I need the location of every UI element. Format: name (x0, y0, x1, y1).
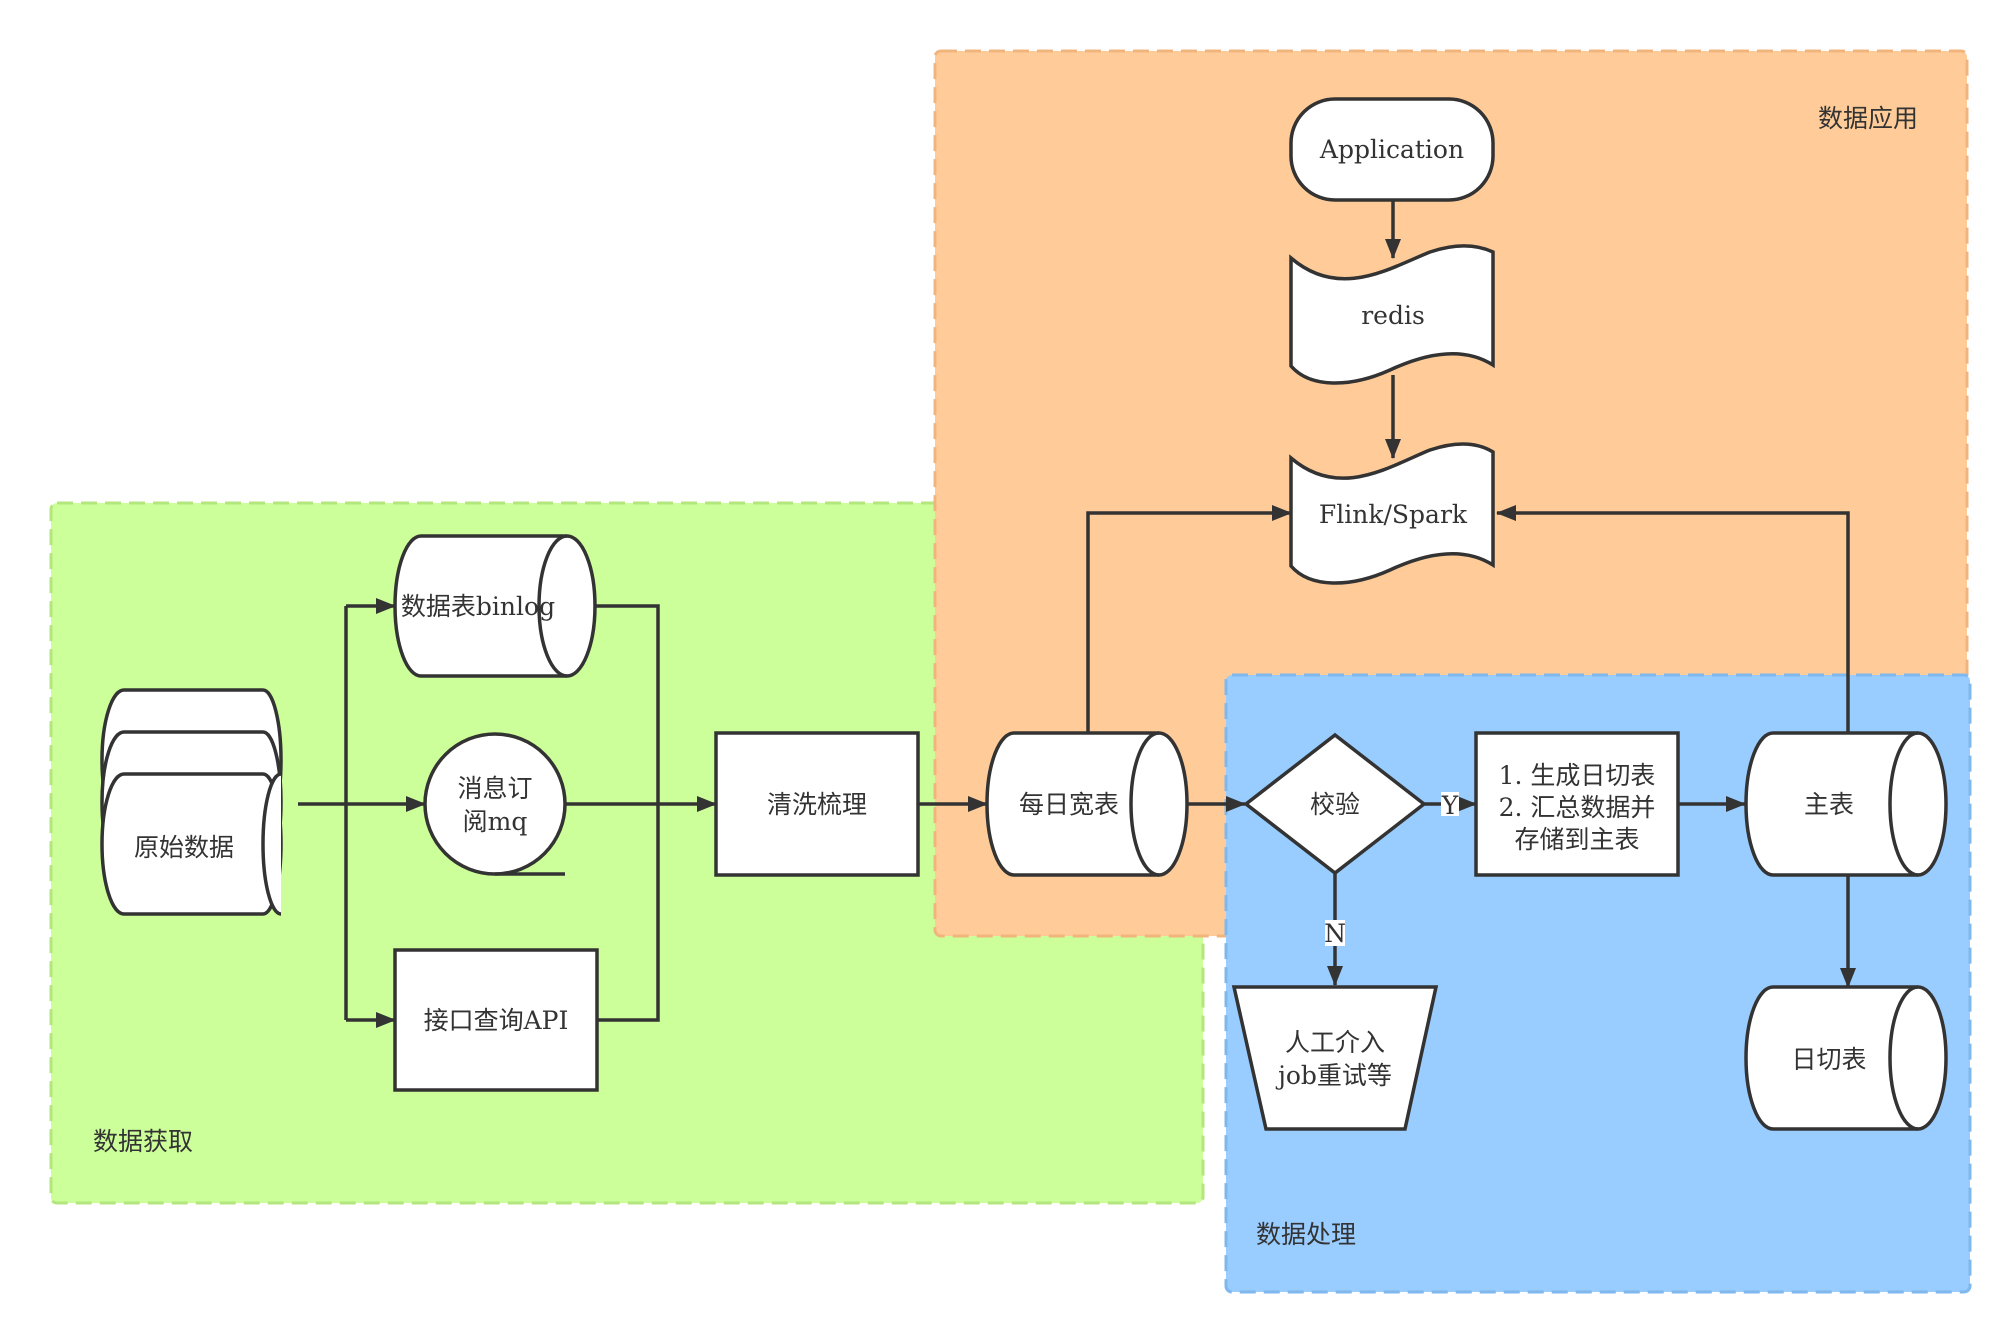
node-process-label-line3: 存储到主表 (1514, 825, 1639, 854)
node-process-label-line2: 2. 汇总数据并 (1499, 793, 1656, 822)
edge-label-no: N (1324, 919, 1346, 948)
zone-application-label: 数据应用 (1818, 104, 1918, 133)
node-binlog-label: 数据表binlog (401, 592, 555, 621)
node-daily-wide[interactable]: 每日宽表 (985, 731, 1189, 877)
node-check[interactable]: 校验 (1243, 732, 1427, 876)
node-raw-data[interactable]: 原始数据 (100, 688, 283, 916)
node-mq-label-line2: 阅mq (463, 807, 528, 836)
zone-acquisition-label: 数据获取 (93, 1127, 193, 1156)
edge-label-yes: Y (1441, 791, 1459, 820)
edge-binlog-out (595, 604, 660, 1022)
edges: Y N (298, 200, 1856, 1028)
node-daily-cut[interactable]: 日切表 (1744, 985, 1948, 1131)
node-master-label: 主表 (1804, 790, 1854, 819)
node-mq[interactable]: 消息订 阅mq (423, 732, 567, 876)
node-daily-cut-label: 日切表 (1791, 1045, 1866, 1074)
edge-wide-to-flink (1086, 505, 1292, 733)
node-check-label: 校验 (1310, 790, 1360, 819)
node-clean[interactable]: 清洗梳理 (714, 731, 920, 877)
node-redis[interactable]: redis (1289, 244, 1495, 385)
node-process-label-line1: 1. 生成日切表 (1499, 761, 1656, 790)
node-daily-wide-label: 每日宽表 (1019, 790, 1119, 819)
node-mq-label-line1: 消息订 (457, 774, 532, 803)
svg-text:Y: Y (1441, 791, 1459, 820)
svg-text:N: N (1324, 919, 1346, 948)
node-flink[interactable]: Flink/Spark (1289, 442, 1495, 585)
node-flink-label: Flink/Spark (1319, 500, 1468, 529)
node-raw-data-label: 原始数据 (134, 833, 234, 862)
node-master[interactable]: 主表 (1744, 731, 1948, 877)
node-manual-label-line1: 人工介入 (1285, 1028, 1385, 1057)
edge-master-to-flink (1496, 505, 1850, 733)
node-clean-label: 清洗梳理 (767, 790, 867, 819)
node-api[interactable]: 接口查询API (393, 948, 599, 1092)
node-application[interactable]: Application (1289, 97, 1495, 202)
zone-processing-label: 数据处理 (1256, 1220, 1356, 1249)
node-application-label: Application (1319, 135, 1464, 164)
node-api-label: 接口查询API (424, 1006, 569, 1035)
node-manual[interactable]: 人工介入 job重试等 (1231, 985, 1439, 1131)
node-process[interactable]: 1. 生成日切表 2. 汇总数据并 存储到主表 (1474, 731, 1680, 877)
node-manual-label-line2: job重试等 (1275, 1061, 1392, 1090)
node-binlog[interactable]: 数据表binlog (393, 534, 597, 678)
node-redis-label: redis (1361, 301, 1425, 330)
